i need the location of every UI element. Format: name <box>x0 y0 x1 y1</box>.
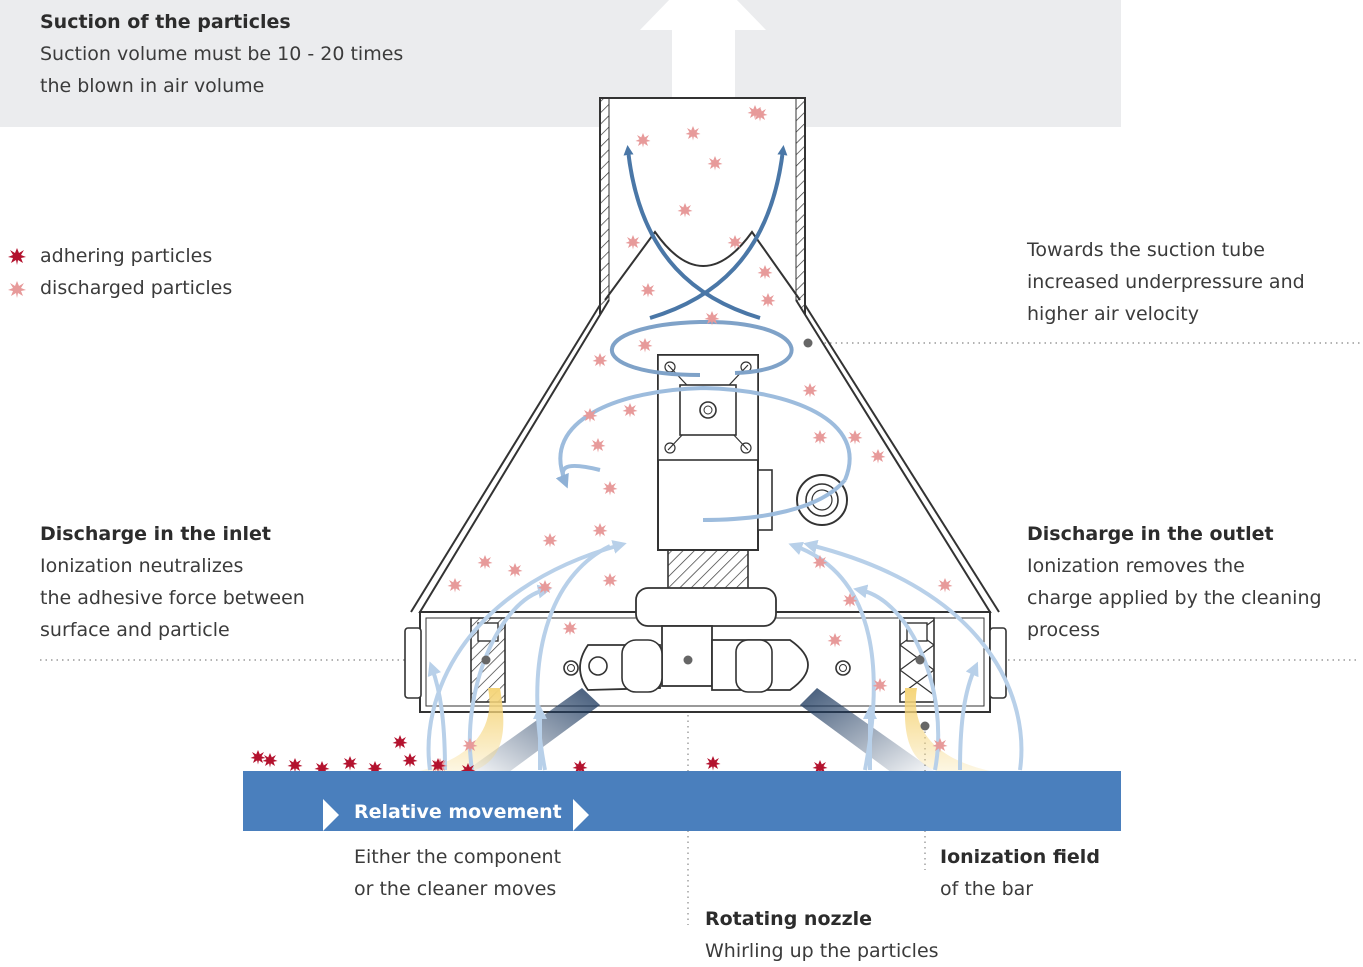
discharged-particle <box>582 408 598 423</box>
discharged-particle <box>635 133 651 148</box>
discharged-particle <box>592 523 608 538</box>
discharged-particle <box>602 481 618 496</box>
adhering-particle <box>812 760 828 775</box>
discharged-particle <box>542 533 558 548</box>
discharged-particle <box>707 156 723 171</box>
suction-line-1: Suction volume must be 10 - 20 times <box>40 43 404 65</box>
discharged-particle <box>727 235 743 250</box>
rotating-nozzle <box>579 354 848 693</box>
discharged-particle <box>760 293 776 308</box>
outlet-title: Discharge in the outlet <box>1027 523 1274 545</box>
indicator-dots <box>481 338 930 731</box>
discharged-particle <box>870 449 886 464</box>
discharged-particle <box>507 563 523 578</box>
discharged-particle <box>757 265 773 280</box>
adhering-particle <box>705 756 721 771</box>
inlet-line-2: the adhesive force between <box>40 587 305 609</box>
discharged-particle <box>640 283 656 298</box>
movement-title: Relative movement <box>354 801 562 823</box>
nozzle-line-1: Whirling up the particles <box>705 940 939 962</box>
movement-line-2: or the cleaner moves <box>354 878 557 900</box>
towards-label: Towards the suction tube increased under… <box>1027 234 1305 330</box>
discharged-particle <box>747 105 763 120</box>
discharged-particle <box>625 235 641 250</box>
outlet-label: Discharge in the outlet Ionization remov… <box>1027 518 1322 646</box>
adhering-particle <box>287 758 303 773</box>
discharged-particle <box>592 353 608 368</box>
outlet-line-2: charge applied by the cleaning <box>1027 587 1322 609</box>
discharged-particle <box>932 738 948 753</box>
discharged-particle <box>447 578 463 593</box>
discharged-particle <box>872 678 888 693</box>
adhering-particle <box>402 753 418 768</box>
inlet-title: Discharge in the inlet <box>40 523 271 545</box>
discharged-particle <box>842 593 858 608</box>
suction-arrow <box>640 0 766 100</box>
adhering-particle <box>392 735 408 750</box>
movement-arrow-right <box>573 799 589 831</box>
discharged-particle <box>802 383 818 398</box>
discharged-particle <box>477 555 493 570</box>
adhering-particle <box>430 758 446 773</box>
discharged-particle <box>812 430 828 445</box>
ionization-line-1: of the bar <box>940 878 1034 900</box>
inlet-line-1: Ionization neutralizes <box>40 555 244 577</box>
ionization-label: Ionization field of the bar <box>940 841 1100 905</box>
discharged-particle <box>537 580 553 595</box>
inlet-line-3: surface and particle <box>40 619 230 641</box>
adhering-particle <box>250 750 266 765</box>
discharged-particle <box>602 573 618 588</box>
inlet-label: Discharge in the inlet Ionization neutra… <box>40 518 305 646</box>
ionization-fields <box>415 688 995 772</box>
suction-title: Suction of the particles <box>40 11 291 33</box>
airflow-dark <box>610 145 794 377</box>
discharged-particle <box>704 311 720 326</box>
suction-tube <box>599 97 806 314</box>
discharged-particle <box>937 578 953 593</box>
nozzle-title: Rotating nozzle <box>705 908 873 930</box>
towards-line-3: higher air velocity <box>1027 303 1199 325</box>
towards-line-1: Towards the suction tube <box>1027 239 1265 261</box>
component-surface <box>243 771 1121 831</box>
outlet-line-3: process <box>1027 619 1101 641</box>
discharged-particle <box>677 203 693 218</box>
ionization-title: Ionization field <box>940 846 1100 868</box>
legend: adhering particles discharged particles <box>40 240 232 304</box>
discharged-particle <box>462 738 478 753</box>
discharged-particle <box>562 621 578 636</box>
adhering-particle-icon <box>8 248 26 265</box>
airflow-mid <box>555 385 852 522</box>
adhering-particle <box>572 760 588 775</box>
adhering-particle <box>342 756 358 771</box>
suction-label: Suction of the particles Suction volume … <box>40 6 403 102</box>
discharged-particle <box>590 438 606 453</box>
discharged-particle <box>812 555 828 570</box>
discharged-particle <box>827 633 843 648</box>
discharged-particle <box>637 338 653 353</box>
movement-line-1: Either the component <box>354 846 562 868</box>
nozzle-label: Rotating nozzle Whirling up the particle… <box>705 903 939 967</box>
legend-discharged-label: discharged particles <box>40 277 233 299</box>
discharged-particle <box>622 403 638 418</box>
discharged-particles-field <box>432 105 953 773</box>
suction-panel <box>0 0 1121 127</box>
suction-line-2: the blown in air volume <box>40 75 265 97</box>
movement-arrow-left <box>323 799 339 831</box>
discharged-particle <box>847 430 863 445</box>
legend-adhering-label: adhering particles <box>40 245 213 267</box>
discharged-particle-icon <box>8 281 26 298</box>
discharged-particle <box>685 126 701 141</box>
towards-line-2: increased underpressure and <box>1027 271 1305 293</box>
adhering-particle <box>262 753 278 768</box>
movement-label: Either the component or the cleaner move… <box>354 841 561 905</box>
outlet-line-1: Ionization removes the <box>1027 555 1245 577</box>
